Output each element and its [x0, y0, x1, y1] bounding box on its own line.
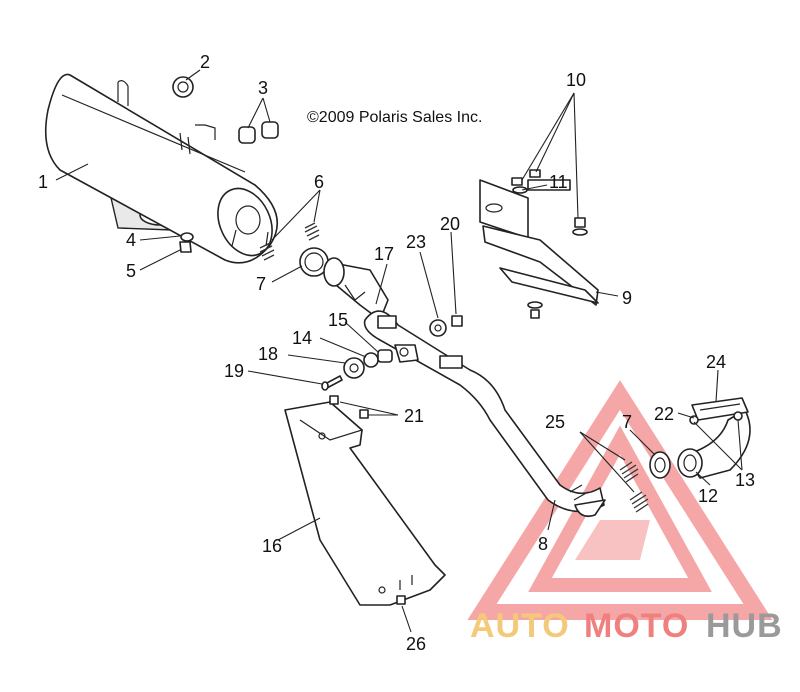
callout-21: 21: [404, 406, 424, 426]
callout-7-lower: 7: [622, 412, 632, 432]
callouts: 1 2 3 4 5 6 7 7 8 9 10 11 12 13 14 15 16…: [38, 52, 755, 654]
leader-lines: [55, 69, 743, 633]
screw-26: [396, 595, 406, 605]
callout-6: 6: [314, 172, 324, 192]
muffler: [44, 73, 279, 264]
callout-12: 12: [698, 486, 718, 506]
callout-2: 2: [200, 52, 210, 72]
callout-20: 20: [440, 214, 460, 234]
callout-22: 22: [654, 404, 674, 424]
nut-20: [451, 315, 463, 327]
mount-hardware: [321, 349, 393, 391]
copyright-text: ©2009 Polaris Sales Inc.: [307, 109, 482, 126]
callout-8: 8: [538, 534, 548, 554]
springs-upper: [259, 222, 320, 261]
washer-bolt: [179, 232, 194, 253]
exhaust-elbow: [677, 397, 751, 479]
callout-1: 1: [38, 172, 48, 192]
head-pipe: [363, 310, 606, 518]
callout-14: 14: [292, 328, 312, 348]
callout-17: 17: [374, 244, 394, 264]
gasket-upper-inner: [304, 252, 324, 272]
washer-23: [429, 319, 447, 337]
callout-16: 16: [262, 536, 282, 556]
screw-21a: [329, 395, 339, 405]
bracket-fasteners: [511, 169, 588, 319]
callout-7-upper: 7: [256, 274, 266, 294]
callout-23: 23: [406, 232, 426, 252]
callout-5: 5: [126, 261, 136, 281]
callout-18: 18: [258, 344, 278, 364]
callout-25: 25: [545, 412, 565, 432]
screw-21b: [359, 409, 369, 419]
callout-24: 24: [706, 352, 726, 372]
callout-10: 10: [566, 70, 586, 90]
callout-26: 26: [406, 634, 426, 654]
callout-15: 15: [328, 310, 348, 330]
watermark-word-moto: MOTO: [584, 607, 689, 645]
callout-3: 3: [258, 78, 268, 98]
bracket: [479, 179, 599, 306]
inlet-flange: [323, 257, 389, 321]
watermark-text: AUTO MOTO HUB: [470, 607, 783, 645]
callout-4: 4: [126, 230, 136, 250]
callout-19: 19: [224, 361, 244, 381]
gasket-lower-inner: [654, 457, 666, 473]
heat-shield: [284, 401, 446, 606]
watermark-word-hub: HUB: [706, 607, 783, 645]
watermark-word-auto: AUTO: [470, 607, 570, 645]
callout-13: 13: [735, 470, 755, 490]
springs-lower: [619, 461, 649, 513]
washer-23-hole: [434, 324, 442, 332]
grommet: [172, 76, 194, 98]
grommet-pair: [238, 121, 279, 144]
callout-11: 11: [549, 172, 568, 192]
gasket-lower: [649, 451, 671, 479]
callout-9: 9: [622, 288, 632, 308]
